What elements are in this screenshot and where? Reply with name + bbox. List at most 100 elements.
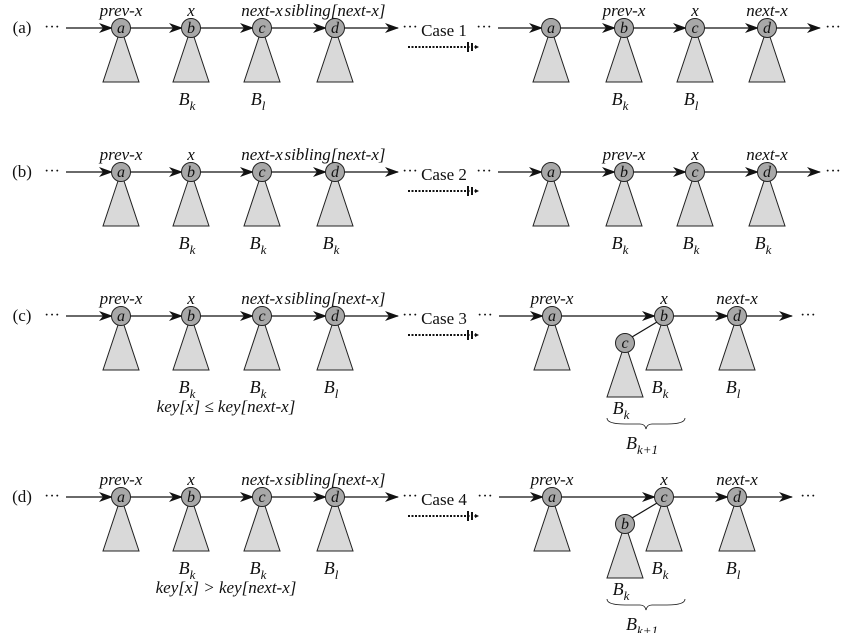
node-d-letter: d bbox=[763, 164, 772, 181]
child-tree-order-label: Bk bbox=[613, 398, 630, 422]
node-b-subtree-triangle bbox=[172, 495, 210, 552]
node-a-circle bbox=[542, 306, 562, 326]
node-c-circle bbox=[685, 162, 705, 182]
node-a-subtree-triangle bbox=[102, 314, 140, 371]
pointer-label: next-x bbox=[716, 470, 758, 489]
child-node-b-letter: b bbox=[621, 516, 629, 533]
node-d-subtree-triangle bbox=[316, 170, 354, 227]
pointer-label: prev-x bbox=[530, 289, 574, 308]
node-c-circle bbox=[252, 487, 272, 507]
node-a-subtree-triangle bbox=[102, 170, 140, 227]
node-a-circle bbox=[111, 487, 131, 507]
node-d-letter: d bbox=[331, 20, 340, 37]
node-b-subtree-triangle bbox=[172, 314, 210, 371]
node-b-circle bbox=[181, 162, 201, 182]
left-ellipsis: ··· bbox=[44, 19, 60, 36]
pointer-label: prev-x bbox=[99, 470, 143, 489]
pointer-label: x bbox=[690, 1, 699, 20]
node-a-letter: a bbox=[117, 489, 125, 506]
tree-order-label: Bk bbox=[683, 233, 700, 257]
node-c-letter: c bbox=[258, 20, 265, 37]
right-ellipsis: ··· bbox=[825, 19, 841, 36]
node-d-letter: d bbox=[733, 489, 742, 506]
tree-order-label: Bk bbox=[250, 558, 267, 582]
row-d: (d)···aprev-xbxBkcnext-xBkdsibling[next-… bbox=[12, 470, 816, 633]
node-a-circle bbox=[541, 162, 561, 182]
case-label: Case 1 bbox=[421, 21, 467, 40]
node-d-letter: d bbox=[763, 20, 772, 37]
brace bbox=[606, 417, 686, 430]
left-ellipsis: ··· bbox=[477, 307, 493, 324]
child-node-c-circle bbox=[615, 333, 635, 353]
merged-tree-order-label: Bk+1 bbox=[626, 433, 658, 457]
node-b-circle bbox=[614, 18, 634, 38]
node-a-letter: a bbox=[117, 308, 125, 325]
node-d-letter: d bbox=[331, 164, 340, 181]
left-ellipsis: ··· bbox=[476, 163, 492, 180]
pointer-label: x bbox=[186, 470, 195, 489]
pointer-label: next-x bbox=[241, 470, 283, 489]
pointer-label: x bbox=[659, 289, 668, 308]
node-a-subtree-triangle bbox=[102, 495, 140, 552]
node-a-letter: a bbox=[548, 308, 556, 325]
row-b: (b)···aprev-xbxBkcnext-xBkdsibling[next-… bbox=[12, 145, 841, 257]
node-c-letter: c bbox=[258, 164, 265, 181]
left-ellipsis: ··· bbox=[44, 163, 60, 180]
node-b-circle bbox=[181, 487, 201, 507]
child-node-b-circle bbox=[615, 514, 635, 534]
node-a-circle bbox=[111, 306, 131, 326]
pointer-label: x bbox=[659, 470, 668, 489]
case-label: Case 2 bbox=[421, 165, 467, 184]
node-c-subtree-triangle bbox=[243, 495, 281, 552]
left-ellipsis: ··· bbox=[476, 19, 492, 36]
node-d-subtree-triangle bbox=[316, 314, 354, 371]
tree-order-label: Bk bbox=[179, 558, 196, 582]
node-b-letter: b bbox=[187, 489, 195, 506]
pointer-label: sibling[next-x] bbox=[284, 145, 385, 164]
right-ellipsis: ··· bbox=[402, 488, 418, 505]
case-label: Case 4 bbox=[421, 490, 467, 509]
right-ellipsis: ··· bbox=[825, 163, 841, 180]
tree-order-label: Bk bbox=[652, 377, 669, 401]
tree-order-label: Bk bbox=[612, 89, 629, 113]
right-ellipsis: ··· bbox=[402, 307, 418, 324]
pointer-label: prev-x bbox=[602, 145, 646, 164]
pointer-label: next-x bbox=[716, 289, 758, 308]
node-b-subtree-triangle bbox=[605, 26, 643, 83]
tree-order-label: Bl bbox=[726, 377, 741, 401]
key-condition: key[x] ≤ key[next-x] bbox=[157, 397, 296, 416]
node-a-letter: a bbox=[117, 20, 125, 37]
pointer-label: prev-x bbox=[99, 1, 143, 20]
node-b-letter: b bbox=[660, 308, 668, 325]
pointer-label: prev-x bbox=[99, 145, 143, 164]
node-c-circle bbox=[252, 306, 272, 326]
node-b-letter: b bbox=[620, 164, 628, 181]
node-a-subtree-triangle bbox=[532, 170, 570, 227]
node-c-subtree-triangle bbox=[243, 26, 281, 83]
right-ellipsis: ··· bbox=[402, 19, 418, 36]
node-c-circle bbox=[252, 162, 272, 182]
node-c-letter: c bbox=[258, 308, 265, 325]
tree-order-label: Bk bbox=[652, 558, 669, 582]
pointer-label: next-x bbox=[746, 145, 788, 164]
node-c-subtree-triangle bbox=[645, 495, 683, 552]
node-a-circle bbox=[111, 18, 131, 38]
node-a-letter: a bbox=[547, 20, 555, 37]
node-b-circle bbox=[181, 18, 201, 38]
node-b-circle bbox=[614, 162, 634, 182]
left-ellipsis: ··· bbox=[44, 307, 60, 324]
left-ellipsis: ··· bbox=[44, 488, 60, 505]
pointer-label: prev-x bbox=[99, 289, 143, 308]
tree-order-label: Bk bbox=[179, 89, 196, 113]
node-a-subtree-triangle bbox=[533, 314, 571, 371]
node-d-letter: d bbox=[733, 308, 742, 325]
pointer-label: x bbox=[186, 1, 195, 20]
pointer-label: prev-x bbox=[530, 470, 574, 489]
node-a-circle bbox=[111, 162, 131, 182]
key-condition: key[x] > key[next-x] bbox=[156, 578, 297, 597]
pointer-label: next-x bbox=[746, 1, 788, 20]
merged-tree-order-label: Bk+1 bbox=[626, 614, 658, 633]
tree-order-label: Bk bbox=[179, 377, 196, 401]
child-node-c-letter: c bbox=[621, 335, 628, 352]
